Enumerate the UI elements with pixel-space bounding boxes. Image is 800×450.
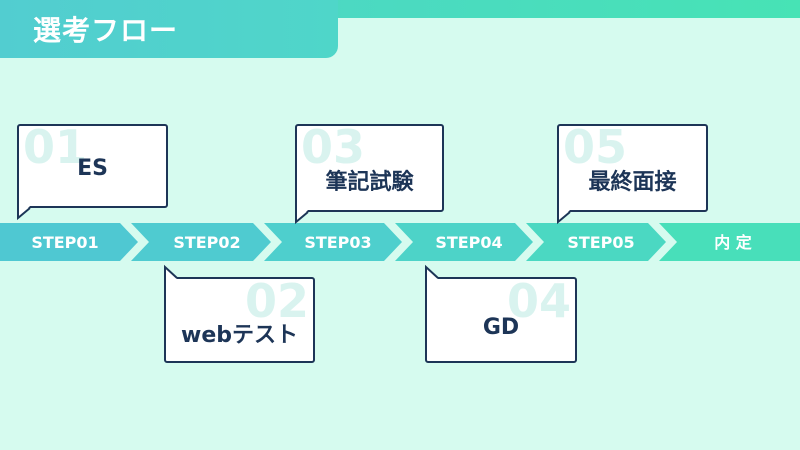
bubble-number: 02 [244,274,309,328]
bubble-step-05: 05 最終面接 [557,124,708,212]
header-tab: 選考フロー [0,0,338,58]
bubble-label: 筆記試験 [325,170,414,195]
step-chevron-1 [0,223,138,261]
step-label-1: STEP01 [31,233,99,252]
bubble-tail-03 [295,209,309,225]
bubble-label: webテスト [181,323,298,348]
bubble-number: 04 [506,274,571,328]
bubble-label: ES [77,156,108,181]
page-title: 選考フロー [33,14,179,47]
step-chevron-4 [395,223,533,261]
bubble-step-01: 01 ES [17,124,168,208]
bubble-number: 05 [563,120,628,174]
bubble-step-04: 04 GD [425,277,577,363]
bubble-number: 03 [301,120,366,174]
bubble-tail-05 [557,209,571,225]
bubble-label: 最終面接 [588,170,677,195]
step-chevron-5 [526,223,666,261]
step-chevron-6 [659,223,800,261]
step-label-5: STEP05 [567,233,635,252]
bubble-number: 01 [23,120,88,174]
bubble-tail-02 [164,264,178,280]
bubble-step-03: 03 筆記試験 [295,124,444,212]
step-label-6: 内 定 [714,233,752,252]
step-label-4: STEP04 [435,233,503,252]
step-label-2: STEP02 [173,233,241,252]
step-label-3: STEP03 [304,233,372,252]
bubble-tail-01 [17,205,31,221]
bubble-step-02: 02 webテスト [164,277,315,363]
step-chevron-2 [131,223,271,261]
step-chevron-3 [264,223,402,261]
step-arrow-bar [0,223,800,261]
bubble-tail-04 [425,264,439,280]
bubble-label: GD [482,315,520,340]
